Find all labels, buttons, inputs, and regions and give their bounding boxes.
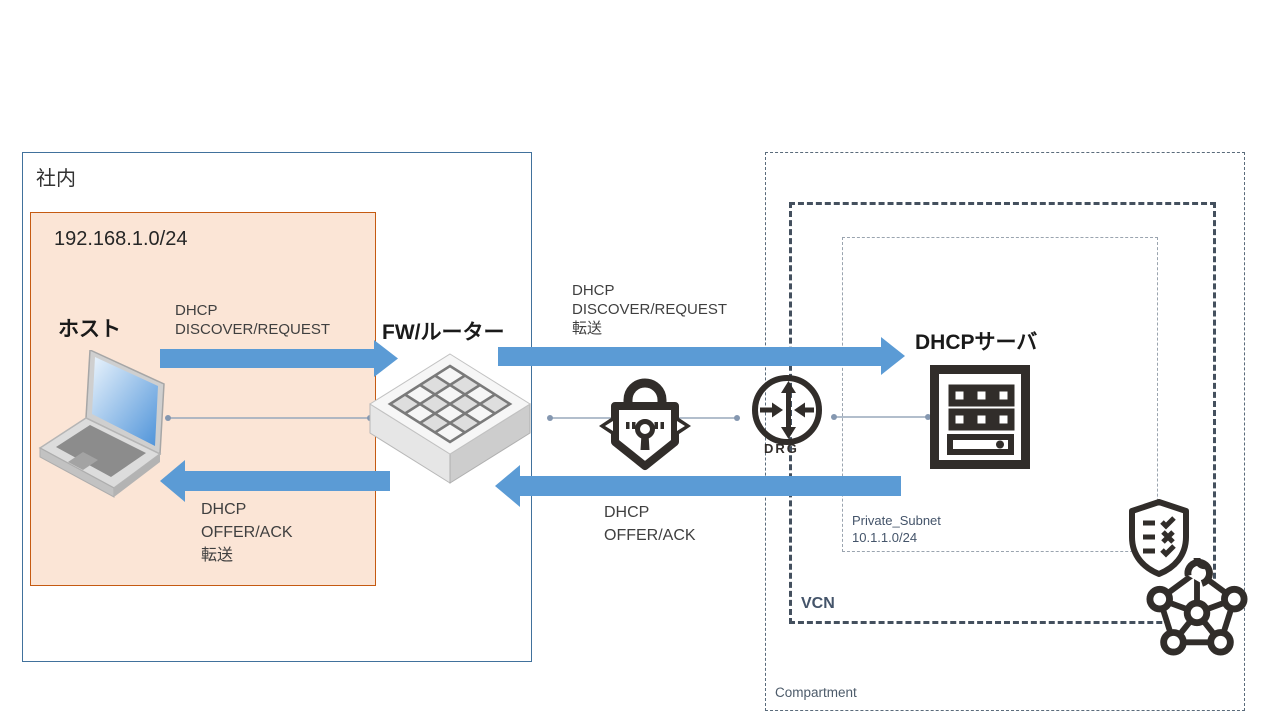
ipsec-vpn-lock-icon: [599, 378, 691, 470]
network-switch-icon: [369, 353, 531, 484]
onprem-subnet-cidr: 192.168.1.0/24: [54, 228, 188, 250]
laptop-icon: [38, 350, 165, 498]
arrow-discover-request: [160, 340, 398, 377]
drg-server-connector-line: [831, 414, 931, 420]
flow-label-offer-ack: DHCP OFFER/ACK: [604, 504, 696, 544]
drg-router-icon: [752, 375, 822, 445]
private-subnet-label: Private_Subnet 10.1.1.0/24: [852, 513, 941, 545]
dhcp-server-icon: [930, 365, 1030, 469]
fw-router-label: FW/ルーター: [382, 321, 505, 344]
private-subnet-box: [842, 237, 1158, 552]
vcn-network-icon: [1146, 557, 1248, 656]
arrow-offer-ack-forward: [160, 460, 390, 502]
host-fw-connector-line: [165, 415, 373, 421]
host-label: ホスト: [58, 318, 121, 341]
flow-label-discover-request: DHCP DISCOVER/REQUEST: [175, 302, 331, 338]
compartment-label: Compartment: [775, 685, 857, 700]
vcn-label: VCN: [801, 595, 835, 612]
drg-label: DRG: [764, 441, 799, 456]
flow-label-discover-request-forward: DHCP DISCOVER/REQUEST 転送: [572, 282, 728, 337]
arrow-offer-ack: [495, 465, 901, 507]
flow-label-offer-ack-forward: DHCP OFFER/ACK 転送: [201, 501, 293, 564]
dhcp-server-label: DHCPサーバ: [915, 331, 1038, 354]
arrow-discover-request-forward: [498, 337, 905, 375]
security-list-shield-icon: [1129, 499, 1189, 577]
onprem-label: 社内: [36, 168, 76, 190]
